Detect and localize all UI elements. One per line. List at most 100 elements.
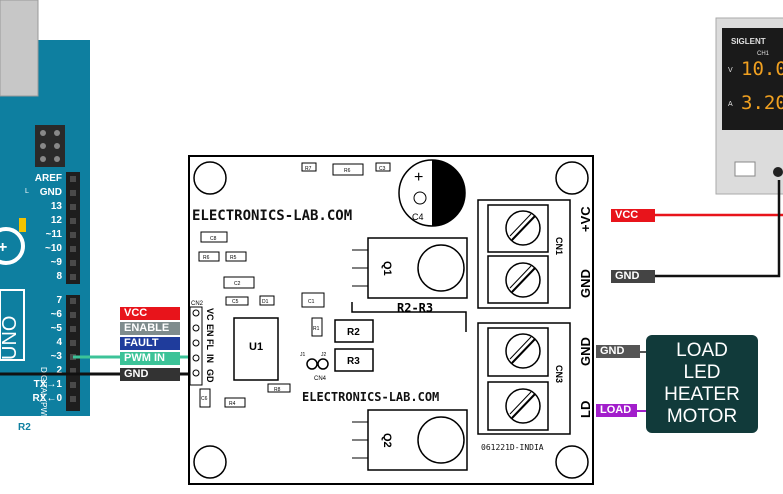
pin-label-gnd: GND (40, 187, 62, 198)
capacitor-c4: + C4 (398, 159, 466, 227)
part-r1: R1 (313, 326, 320, 332)
part-j1: J1 (300, 352, 306, 358)
part-c5: C5 (232, 299, 239, 305)
part-r5: R5 (230, 255, 237, 261)
led-l (19, 218, 26, 232)
pin-label-4: 4 (56, 337, 62, 348)
usb-connector (0, 0, 38, 96)
load-box-line-led: LED (683, 362, 721, 383)
arduino-logo (0, 227, 25, 265)
psu-volt-unit: V (728, 67, 733, 74)
pin-label-6: ~6 (51, 309, 63, 320)
cn2-pin-vc: VC (205, 308, 215, 321)
resistor-r2: R2 (334, 319, 374, 343)
pin-label-3: ~3 (51, 351, 63, 362)
board-footer: 061221D-INDIA (481, 443, 544, 452)
r3-label: R3 (347, 356, 360, 367)
connector-cn4: CN4 (306, 358, 329, 382)
part-c8: C8 (210, 236, 217, 242)
part-c2: C2 (234, 281, 241, 287)
q1-label: Q1 (381, 261, 393, 276)
led-l-label: L (25, 188, 29, 195)
part-r4: R4 (229, 401, 236, 407)
connector-cn2: CN2 VC EN FL IN GD (189, 301, 215, 386)
label-pwm-in: PWM IN (120, 352, 180, 365)
board-title-top: ELECTRONICS-LAB.COM (192, 208, 352, 224)
pin-label-aref: AREF (35, 173, 62, 184)
part-r6b: R6 (203, 255, 210, 261)
power-supply: SIGLENT CH1 V 10.00 A 3.20 (715, 17, 783, 195)
pin-label-13: 13 (51, 201, 63, 212)
supply-label-gnd: GND (611, 270, 655, 283)
psu-amp-unit: A (728, 101, 733, 108)
terminal-cn3: CN3 GND LD (477, 322, 593, 435)
cn2-label: CN2 (191, 301, 204, 307)
part-c3: C3 (379, 166, 386, 172)
r2-label: R2 (347, 327, 360, 338)
header-top (66, 172, 80, 284)
part-c6: C6 (201, 396, 208, 402)
part-j2: J2 (321, 352, 327, 358)
part-r7: R7 (305, 166, 312, 172)
pin-label-10: ~10 (45, 243, 62, 254)
pin-label-8: 8 (56, 271, 62, 282)
pin-label-2: 2 (56, 365, 62, 376)
label-gnd: GND (120, 368, 180, 381)
svg-text:+: + (0, 239, 7, 256)
load-label-gnd: GND (596, 345, 640, 358)
pin-label-7: 7 (56, 295, 62, 306)
terminal-gnd1-label: GND (578, 269, 593, 298)
cn2-pin-gd: GD (205, 369, 215, 383)
mount-hole (555, 445, 589, 479)
load-box: LOAD LED HEATER MOTOR (646, 335, 758, 433)
arduino-board: L + UNO DIGITAL (PWM~) R2 AREF GND 13 (0, 0, 90, 433)
label-vcc: VCC (120, 307, 180, 320)
pin-label-tx1: TX→1 (34, 379, 63, 390)
label-fault: FAULT (120, 337, 180, 350)
psu-terminal (773, 167, 783, 177)
supply-label-vcc: VCC (611, 209, 655, 222)
pin-label-11: ~11 (46, 229, 63, 240)
chip-u1: U1 (233, 317, 279, 381)
terminal-ld-label: LD (578, 401, 593, 418)
load-label-load: LOAD (596, 404, 637, 417)
pin-label-12: 12 (51, 215, 63, 226)
transistor-q2: Q2 (352, 409, 468, 471)
icsp-header (35, 125, 65, 167)
cn1-label: CN1 (554, 237, 564, 255)
q2-label: Q2 (381, 433, 393, 448)
psu-display (722, 28, 783, 130)
gnd-supply-wire (655, 180, 781, 278)
smd-parts (198, 162, 391, 408)
load-box-line-load: LOAD (676, 340, 728, 361)
pin-label-rx0: RX←0 (33, 393, 63, 404)
psu-power-button[interactable] (734, 161, 756, 177)
psu-brand: SIGLENT (731, 37, 766, 46)
cn2-pin-fl: FL (205, 339, 215, 350)
board-title-bottom: ELECTRONICS-LAB.COM (302, 390, 439, 404)
terminal-vcc-label: +VC (578, 206, 593, 232)
digital-label: DIGITAL (PWM~) (39, 367, 48, 429)
terminal-cn1: CN1 +VC GND (477, 199, 593, 309)
pin-label-5: ~5 (51, 323, 63, 334)
c4-label: C4 (412, 212, 424, 222)
label-enable: ENABLE (120, 322, 180, 335)
part-r8: R8 (274, 387, 281, 393)
header-bottom (66, 295, 80, 411)
psu-voltage: 10.00 (741, 58, 783, 80)
mount-hole (193, 161, 227, 195)
terminal-gnd2-label: GND (578, 337, 593, 366)
mount-hole (555, 161, 589, 195)
mount-hole (193, 445, 227, 479)
cn3-label: CN3 (554, 365, 564, 383)
cn2-pin-in: IN (205, 354, 215, 363)
psu-current: 3.20 (741, 92, 783, 114)
c4-plus: + (414, 169, 423, 186)
part-c1: C1 (308, 299, 315, 305)
arduino-brand: UNO (0, 316, 21, 360)
r2-r3-label: R2-R3 (397, 301, 433, 315)
arduino-r2-label: R2 (18, 422, 31, 433)
load-box-line-motor: MOTOR (666, 406, 738, 427)
pin-label-9: ~9 (51, 257, 63, 268)
